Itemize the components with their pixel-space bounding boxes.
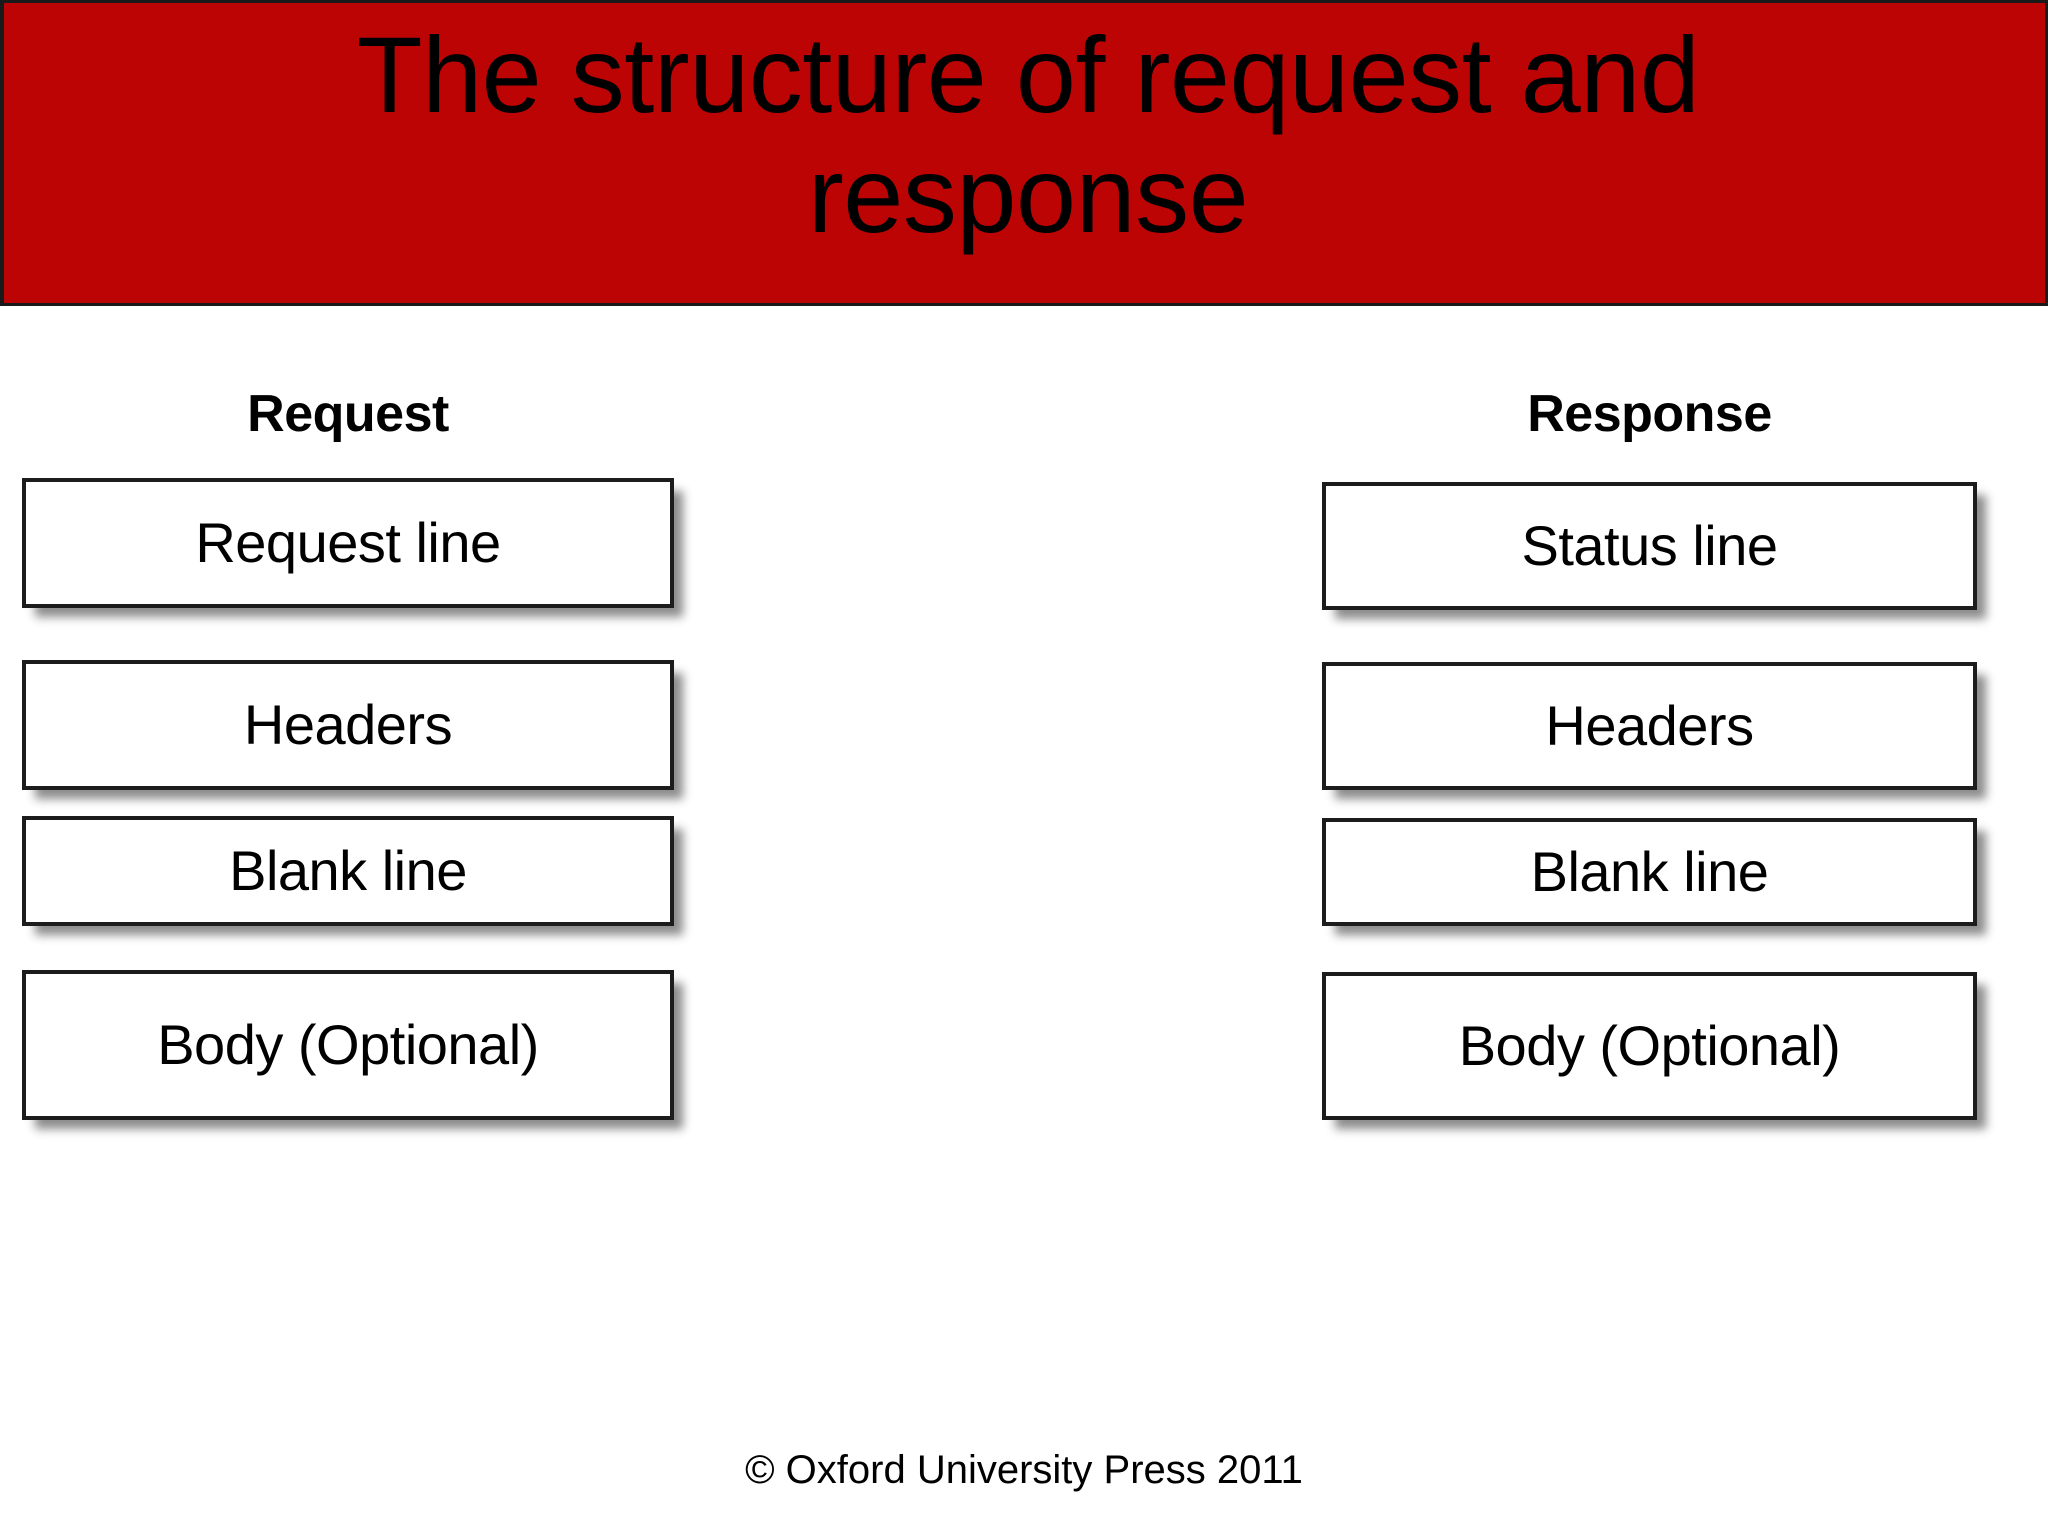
request-segment-headers: Headers — [22, 660, 674, 790]
response-column-heading: Response — [1527, 385, 1772, 443]
segment-label: Request line — [195, 511, 501, 574]
segment-label: Status line — [1521, 514, 1779, 577]
segment-label: Headers — [1545, 694, 1754, 757]
segment-label: Headers — [243, 693, 453, 756]
response-segment-blank-line: Blank line — [1322, 818, 1977, 926]
request-column-heading: Request — [247, 385, 449, 443]
request-segment-blank-line: Blank line — [22, 816, 674, 926]
title-banner: The structure of request and response — [0, 0, 2048, 306]
request-segment-request-line: Request line — [22, 478, 674, 608]
segment-label: Blank line — [229, 839, 467, 902]
request-segment-body: Body (Optional) — [22, 970, 674, 1120]
copyright-footer: © Oxford University Press 2011 — [745, 1448, 1303, 1492]
segment-label: Body (Optional) — [1458, 1014, 1841, 1077]
response-segment-status-line: Status line — [1322, 482, 1977, 610]
response-segment-headers: Headers — [1322, 662, 1977, 790]
segment-label: Blank line — [1530, 840, 1769, 903]
response-segment-body: Body (Optional) — [1322, 972, 1977, 1120]
segment-label: Body (Optional) — [157, 1013, 539, 1076]
slide-title: The structure of request and response — [356, 14, 1700, 255]
